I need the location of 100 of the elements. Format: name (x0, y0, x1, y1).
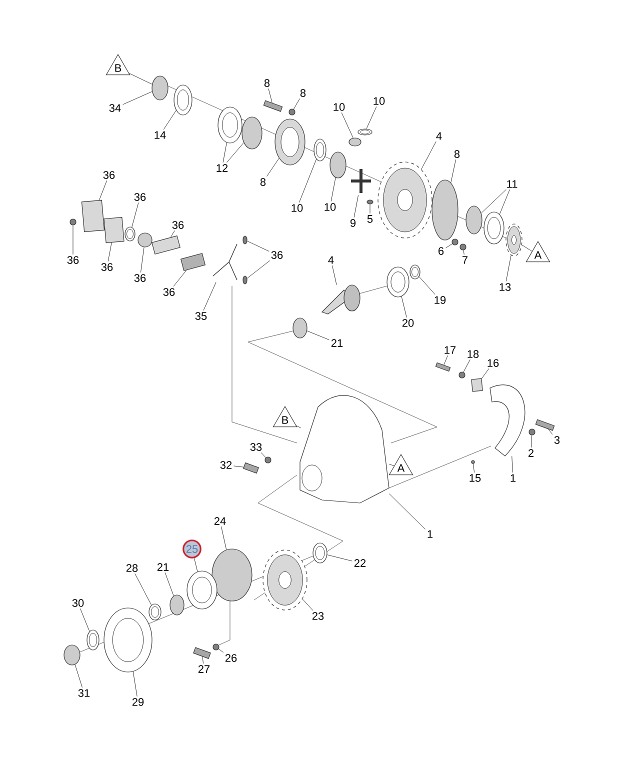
leader-line (302, 598, 314, 611)
bearing-drawing (506, 224, 522, 256)
callout-number: 7 (462, 256, 468, 264)
leader-line (226, 142, 244, 163)
leader-line (132, 202, 139, 228)
leader-line (246, 260, 270, 279)
callout-number: 36 (134, 193, 146, 201)
callout-number: 10 (324, 203, 336, 211)
nut-drawing (64, 644, 80, 666)
pin-drawing (242, 276, 248, 284)
bearing-cup-drawing (484, 212, 504, 244)
ring-drawing (174, 84, 192, 116)
leader-line (108, 242, 112, 262)
case-drawing (432, 180, 458, 240)
callout-number: 3 (554, 436, 560, 444)
callout-number: 31 (78, 689, 90, 697)
callout-number: 1 (510, 474, 516, 482)
leader-line (401, 296, 407, 318)
leader-line (332, 265, 337, 286)
gear-drawing (152, 76, 168, 100)
callout-number: 14 (154, 131, 166, 139)
leader-line (260, 452, 266, 458)
callout-number: 36 (67, 256, 79, 264)
gear-drawing (292, 318, 308, 338)
callout-number: 32 (220, 461, 232, 469)
leader-line (74, 664, 82, 688)
leader-line (463, 250, 464, 255)
callout-number: 4 (328, 256, 334, 264)
leader-line (463, 359, 470, 372)
leader-line (531, 435, 532, 448)
callout-number: 33 (250, 443, 262, 451)
callout-number: 9 (350, 219, 356, 227)
leader-line (481, 189, 506, 214)
cross-shaft-drawing (350, 168, 372, 194)
leader-line (418, 276, 436, 295)
washer-drawing (358, 128, 372, 136)
washer-drawing (212, 644, 220, 650)
callout-number: 36 (172, 221, 184, 229)
washer-drawing (458, 372, 466, 378)
callout-number: 36 (101, 263, 113, 271)
callout-number: 12 (216, 164, 228, 172)
callout-number: 26 (225, 654, 237, 662)
flange-drawing (104, 608, 152, 672)
leader-line (220, 526, 227, 550)
bearing-cap-drawing (490, 384, 526, 456)
leader-line (522, 244, 532, 252)
carrier-drawing (274, 118, 306, 166)
leader-line (366, 106, 377, 130)
callout-number: 27 (198, 665, 210, 673)
gear-drawing (348, 138, 362, 146)
leader-line (98, 180, 108, 200)
leader-line (472, 464, 475, 473)
callout-number: 16 (488, 359, 499, 367)
callout-number: 20 (402, 319, 414, 327)
leader-line (421, 141, 436, 170)
fork-drawing (212, 244, 238, 280)
leader-line (298, 158, 317, 203)
leader-line (446, 244, 452, 248)
leader-line (134, 573, 152, 606)
callout-number: 21 (331, 339, 343, 347)
callout-number: 36 (103, 171, 115, 179)
callout-number: 13 (500, 283, 511, 291)
leader-line (173, 270, 187, 287)
callout-number: 6 (438, 247, 444, 255)
ring-drawing (410, 264, 420, 280)
leader-line (341, 112, 354, 138)
callout-number: 21 (157, 563, 169, 571)
leader-line (506, 255, 512, 282)
callout-number: 24 (214, 517, 226, 525)
leader-line (326, 554, 352, 562)
leader-line (194, 558, 198, 572)
nut-drawing (460, 244, 466, 250)
bolt-drawing (435, 362, 451, 372)
gear-drawing (330, 152, 346, 178)
callout-number: 2 (528, 449, 534, 457)
plate-drawing (81, 200, 105, 232)
callout-number: 35 (195, 312, 207, 320)
seal-drawing (186, 570, 218, 610)
leader-line (388, 493, 426, 530)
callout-number: 11 (507, 180, 518, 188)
leader-line (72, 225, 74, 255)
leader-line (132, 671, 138, 697)
screw-drawing (70, 218, 76, 226)
bracket-drawing (471, 378, 483, 392)
leader-line (203, 282, 216, 311)
leader-line (388, 464, 394, 466)
leader-line (512, 456, 513, 473)
ring-gear-drawing (378, 162, 432, 238)
pin-drawing (471, 460, 475, 464)
callout-number: 36 (271, 251, 283, 259)
leader-line (266, 158, 280, 177)
leader-line (246, 240, 270, 252)
leader-line (444, 355, 448, 366)
callout-number: 4 (436, 132, 442, 140)
pin-drawing (366, 200, 374, 204)
callout-number: 10 (334, 103, 345, 111)
bolt-drawing (193, 647, 211, 659)
cover-drawing (262, 550, 308, 610)
leader-line (170, 230, 175, 238)
leader-line (330, 177, 336, 202)
